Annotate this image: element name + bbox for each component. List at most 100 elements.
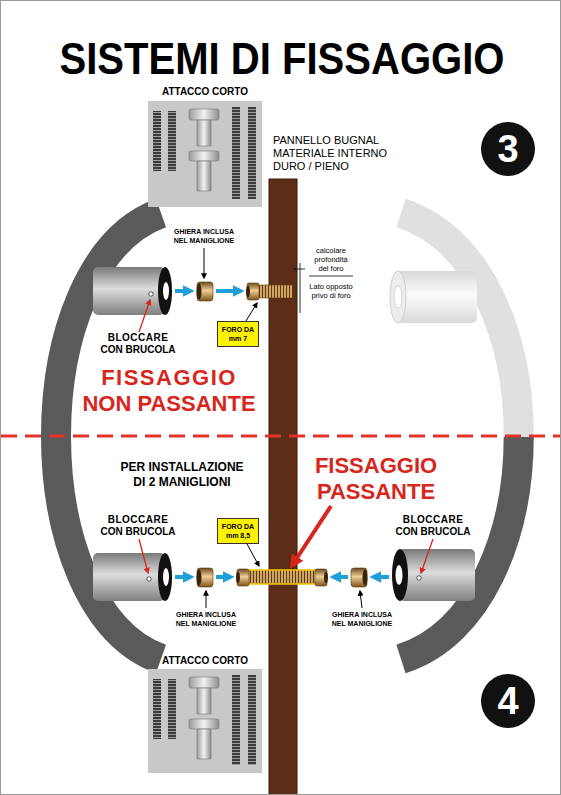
- depth-dimension: [309, 276, 353, 277]
- kit-box-top: [197, 120, 211, 146]
- section-heading: FISSAGGIO NON PASSANTE: [76, 365, 262, 417]
- standoff-top-left: [93, 267, 165, 315]
- blind-screw: [246, 283, 293, 300]
- assembly-arrows: [216, 575, 231, 579]
- standoff-bottom-left: [93, 553, 172, 601]
- part-kit-box: ATTACCO CORTO: [148, 85, 262, 207]
- door-panel: [269, 179, 297, 795]
- leader-lines: [246, 303, 257, 321]
- hole-size-text: FORO DA mm 8,5: [218, 522, 258, 540]
- standoff-top-left: [93, 267, 172, 315]
- kit-box-top: [189, 109, 219, 120]
- kit-heading: ATTACCO CORTO: [148, 85, 262, 99]
- assembly-arrows: [175, 575, 191, 579]
- kit-box-top: [232, 107, 240, 199]
- standoff-top-right: [390, 271, 477, 323]
- hole-size-box: FORO DA mm 8,5: [217, 518, 259, 544]
- through-rod: [236, 572, 240, 584]
- assembly-arrows: [216, 289, 241, 293]
- ring-nuts: [197, 570, 202, 586]
- section-heading: FISSAGGIO PASSANTE: [301, 453, 451, 505]
- kit-box-top: [153, 111, 161, 171]
- assembly-arrows: [175, 289, 191, 293]
- callout-circle-shape: [481, 674, 535, 728]
- standoff-top-right: [397, 271, 477, 323]
- section-divider: [1, 435, 561, 438]
- depth-dimension: [293, 269, 305, 270]
- kit-box-bottom: [168, 679, 176, 739]
- instruction-label: BLOCCARE CON BRUCOLA: [392, 514, 474, 538]
- part-label: GHIERA INCLUSA NEL MANIGLIONE: [172, 610, 240, 628]
- dimension-note: Lato opposto privo di foro: [305, 282, 357, 300]
- callout-circle: 4: [481, 674, 535, 728]
- standoff-bottom-right: [392, 549, 408, 601]
- instruction-label: PER INSTALLAZIONE DI 2 MANIGLIONI: [114, 460, 250, 490]
- kit-box-bottom: [189, 677, 219, 688]
- standoff-bottom-right: [399, 549, 475, 601]
- standoff-bottom-left: [163, 568, 169, 586]
- kit-box-bottom: [197, 688, 211, 714]
- ring-nuts: [197, 282, 213, 301]
- ring-nuts: [197, 568, 213, 587]
- kit-heading: ATTACCO CORTO: [148, 654, 262, 668]
- leader-lines: [293, 506, 331, 564]
- standoff-top-left: [158, 267, 172, 315]
- dimension-note: calcolare profondità del foro: [311, 246, 351, 273]
- standoff-bottom-right: [396, 565, 403, 585]
- blind-screw: [246, 286, 250, 298]
- callout-circle: 3: [481, 122, 535, 176]
- leader-lines: [139, 248, 433, 608]
- standoff-bottom-right: [392, 549, 475, 601]
- leader-lines: [421, 539, 433, 573]
- kit-box-bottom: [153, 679, 161, 739]
- instruction-label: BLOCCARE CON BRUCOLA: [97, 332, 179, 356]
- kit-box-top: [189, 151, 219, 161]
- kit-box-bottom: [189, 719, 219, 729]
- leader-lines: [204, 248, 205, 278]
- kit-box-top: [248, 107, 256, 199]
- part-kit-box: ATTACCO CORTO: [148, 654, 262, 773]
- through-rod: [248, 570, 316, 584]
- assembly-arrows: [333, 575, 348, 579]
- leader-lines: [139, 539, 148, 573]
- standoff-bottom-left: [158, 553, 172, 601]
- kit-box-bottom: [248, 675, 256, 765]
- kit-box-top: [148, 101, 262, 207]
- callout-number: 4: [481, 674, 535, 728]
- page-title: SISTEMI DI FISSAGGIO: [59, 34, 504, 84]
- leader-lines: [247, 544, 259, 566]
- standoff-top-left: [163, 282, 169, 300]
- leader-lines: [139, 300, 150, 332]
- part-label: GHIERA INCLUSA NEL MANIGLIONE: [170, 227, 238, 245]
- kit-box-top: [197, 161, 211, 191]
- blind-screw: [247, 283, 259, 300]
- leader-lines: [360, 591, 362, 608]
- callout-number: 3: [481, 122, 535, 176]
- standoff-bottom-left: [147, 577, 151, 581]
- through-rod: [324, 572, 328, 584]
- leader-lines: [206, 591, 207, 608]
- ring-nuts: [351, 568, 367, 587]
- standoff-bottom-right: [417, 576, 421, 580]
- assembly-arrows: [175, 291, 389, 577]
- through-rod: [237, 569, 249, 586]
- kit-box-bottom: [148, 669, 262, 773]
- standoff-top-right: [390, 271, 406, 323]
- standoff-bottom-left: [93, 553, 165, 601]
- ring-nuts: [197, 284, 202, 300]
- through-rod: [315, 569, 327, 586]
- kit-box-top: [148, 101, 262, 207]
- assembly-arrows: [373, 575, 389, 579]
- standoff-top-left: [149, 292, 153, 296]
- kit-box-top: [168, 111, 176, 171]
- ring-nuts: [363, 570, 368, 586]
- kit-box-bottom: [197, 729, 211, 759]
- depth-dimension: [300, 263, 301, 313]
- hole-size-box: FORO DA mm 7: [217, 321, 259, 347]
- section-divider: [1, 436, 561, 437]
- part-label: GHIERA INCLUSA NEL MANIGLIONE: [328, 610, 396, 628]
- kit-box-bottom: [232, 675, 240, 765]
- callout-circle-shape: [481, 122, 535, 176]
- instruction-label: BLOCCARE CON BRUCOLA: [97, 514, 179, 538]
